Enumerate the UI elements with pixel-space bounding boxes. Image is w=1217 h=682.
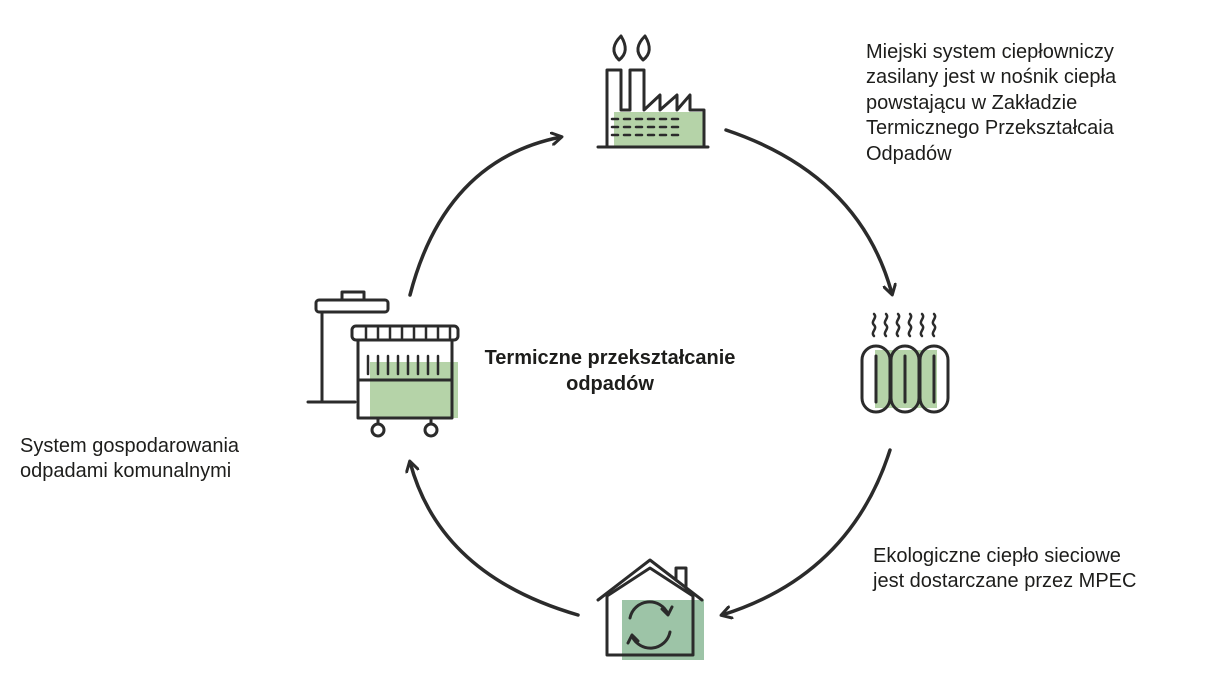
center-title: Termiczne przekształcanie odpadów [484,347,736,395]
house-recycle-icon [596,558,704,660]
waste-bins-icon [306,290,460,438]
arrow-home-to-bins [410,462,580,617]
waste-description: System gospodarowania odpadami komunalny… [20,435,240,483]
plant-description: Miejski system ciepłowniczy zasilany jes… [866,41,1117,165]
radiator-icon [860,312,950,414]
arrow-radiator-to-home [722,448,892,615]
arrow-plant-to-radiator [724,128,892,294]
factory-icon [596,34,710,149]
arrow-bins-to-plant [408,137,561,297]
home-description: Ekologiczne ciepło sieciowe jest dostarc… [873,545,1137,593]
